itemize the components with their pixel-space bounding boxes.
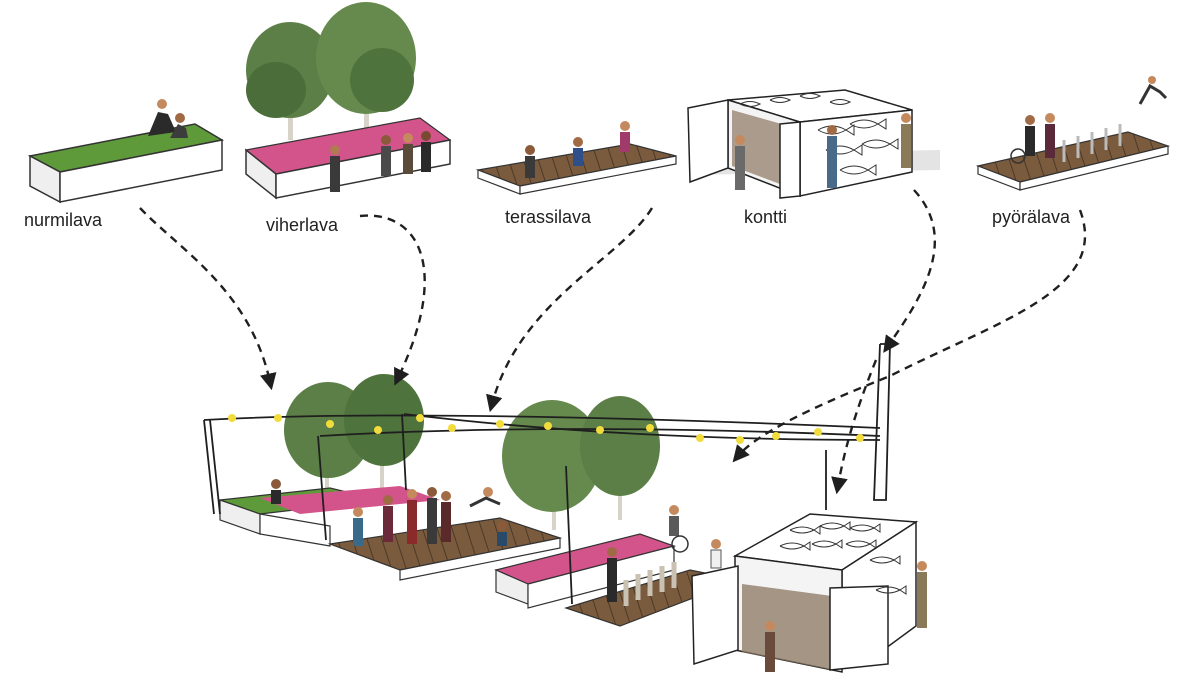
person-figure [148, 99, 188, 138]
people-group [735, 113, 911, 190]
dashed-arrows [139, 189, 1087, 495]
cyclist [1010, 113, 1055, 164]
assembled-parklet [203, 343, 927, 673]
people-group [765, 561, 927, 672]
people-group [271, 479, 722, 602]
label-viherlava: viherlava [266, 215, 339, 235]
deck-platform-icon [475, 121, 677, 195]
fish-pattern [779, 521, 907, 595]
arrow-kontti-b [831, 359, 878, 495]
planter-platform-icon [244, 2, 452, 200]
tree [502, 400, 602, 530]
people-group [525, 121, 630, 178]
arrow-kontti-a [883, 189, 937, 353]
arrow-terassilava [486, 207, 654, 413]
tree [580, 396, 660, 520]
label-nurmilava: nurmilava [24, 210, 103, 230]
bike-rack [623, 562, 677, 606]
jumping-person [1138, 76, 1168, 105]
bike-rack [1062, 124, 1122, 162]
grass-platform-icon [27, 99, 225, 204]
light-bulbs [228, 414, 864, 444]
container-icon [687, 89, 940, 199]
tree [246, 22, 334, 140]
people-group [330, 131, 431, 192]
tree [316, 2, 416, 135]
bike-platform-icon [975, 76, 1171, 191]
label-pyoralava: pyörälava [992, 207, 1071, 227]
arrow-viherlava [359, 214, 426, 386]
arrow-pyoralava [732, 209, 1087, 463]
container-icon [691, 513, 927, 673]
label-kontti: kontti [744, 207, 788, 227]
label-terassilava: terassilava [505, 207, 592, 227]
arrow-nurmilava [139, 207, 277, 391]
